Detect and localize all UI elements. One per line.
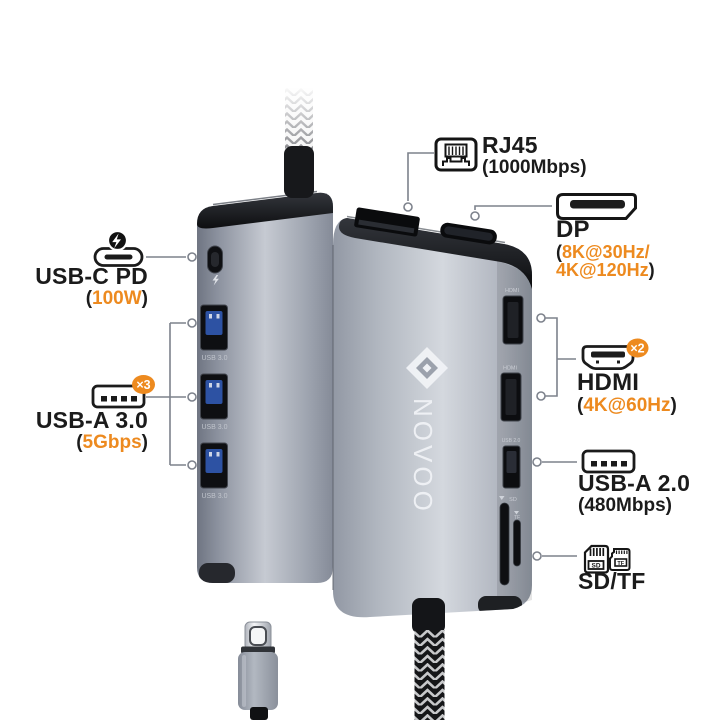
front-hub: NOVOO HDMI HDMI USB 2.0 SD TF <box>332 207 532 618</box>
usb3-port-label: USB 3.0 <box>201 424 227 431</box>
usb3-port-label: USB 3.0 <box>201 493 227 500</box>
usb-a-port-3: USB 3.0 <box>200 442 228 500</box>
lightning-icon <box>112 233 121 249</box>
spec-value: 4K@120Hz <box>556 259 649 280</box>
brand-text: NOVOO <box>408 398 438 515</box>
usb-c-pd-spec: (100W) <box>85 287 148 309</box>
novoo-logo: NOVOO <box>406 347 448 515</box>
usb-a-2-title: USB-A 2.0 <box>578 470 691 496</box>
spec-value: 100W <box>92 287 142 309</box>
rj45-label: RJ45 (1000Mbps) <box>482 132 587 178</box>
dp-icon <box>556 193 637 220</box>
rj45-port <box>354 207 420 237</box>
usb-a-2-port: USB 2.0 <box>502 438 521 489</box>
hdmi-port-1: HDMI <box>502 288 524 345</box>
spec-value: 8K@30Hz/ <box>562 241 650 262</box>
usb-a-port-2: USB 3.0 <box>200 373 228 431</box>
tf-card-slot: TF <box>513 511 521 567</box>
x2-badge-text: ×2 <box>630 342 644 356</box>
bottom-cable <box>412 598 445 720</box>
rj45-spec: (1000Mbps) <box>482 156 587 178</box>
dp-spec-line1: (8K@30Hz/ <box>556 241 650 262</box>
usb-a-2-icon <box>581 449 636 474</box>
rj45-title: RJ45 <box>482 132 538 158</box>
spec-value: 5Gbps <box>82 431 142 453</box>
x3-badge-text: ×3 <box>136 378 150 392</box>
hdmi-title: HDMI <box>577 369 640 396</box>
x3-badge <box>132 375 155 394</box>
top-cable-strain-relief <box>284 146 314 198</box>
hdmi-port-label: HDMI <box>503 366 518 372</box>
rj45-icon <box>434 137 478 172</box>
lightning-glyph <box>212 275 219 286</box>
usb-a-2-label: USB-A 2.0 (480Mbps) <box>578 470 691 516</box>
callout-lines <box>146 152 577 557</box>
sd-card-slot: SD <box>499 496 517 586</box>
dp-label: DP (8K@30Hz/ 4K@120Hz) <box>556 216 655 280</box>
hdmi-spec: (4K@60Hz) <box>577 394 677 416</box>
dp-title: DP <box>556 216 590 243</box>
spec-value: 4K@60Hz <box>583 394 671 416</box>
tf-card-icon: TF <box>609 548 631 571</box>
sd-icon-label: SD <box>591 563 600 570</box>
usb-c-port <box>207 245 223 286</box>
top-cable <box>285 88 313 152</box>
dp-spec-line2: 4K@120Hz) <box>556 259 655 280</box>
sd-slot-label: SD <box>509 497 517 503</box>
back-hub-foot-notch <box>199 563 235 583</box>
hdmi-port-label: HDMI <box>505 288 520 294</box>
usb-c-pd-icon <box>93 229 144 267</box>
sd-tf-title: SD/TF <box>578 568 646 594</box>
usb-a-3-label: USB-A 3.0 (5Gbps) <box>35 407 148 453</box>
usb-c-pd-label: USB-C PD (100W) <box>35 263 148 309</box>
sd-tf-label: SD/TF <box>578 568 646 594</box>
hdmi-label: HDMI (4K@60Hz) <box>577 369 677 416</box>
back-hub: USB 3.0 USB 3.0 USB 3.0 <box>197 146 333 583</box>
usb-c-plug <box>238 621 278 720</box>
hdmi-icon: ×2 <box>581 338 649 370</box>
x2-badge <box>626 338 649 358</box>
usb-a-port-1: USB 3.0 <box>200 304 228 362</box>
usb-a-3-title: USB-A 3.0 <box>35 407 148 433</box>
usb-a-2-spec: (480Mbps) <box>578 494 672 516</box>
usb-a-3-spec: (5Gbps) <box>76 431 148 453</box>
usb-c-pd-title: USB-C PD <box>35 263 148 289</box>
usb3-port-label: USB 3.0 <box>201 355 227 362</box>
usb-a-3-icon: ×3 <box>91 375 155 409</box>
callout-dots <box>187 202 546 561</box>
sd-card-icon: SD <box>583 544 610 574</box>
tf-slot-label: TF <box>514 515 520 521</box>
front-hub-foot-notch <box>478 596 522 614</box>
hdmi-port-2: HDMI <box>500 366 522 422</box>
tf-icon-label: TF <box>617 561 624 567</box>
usb2-port-label: USB 2.0 <box>502 438 521 444</box>
dp-port <box>440 222 497 245</box>
